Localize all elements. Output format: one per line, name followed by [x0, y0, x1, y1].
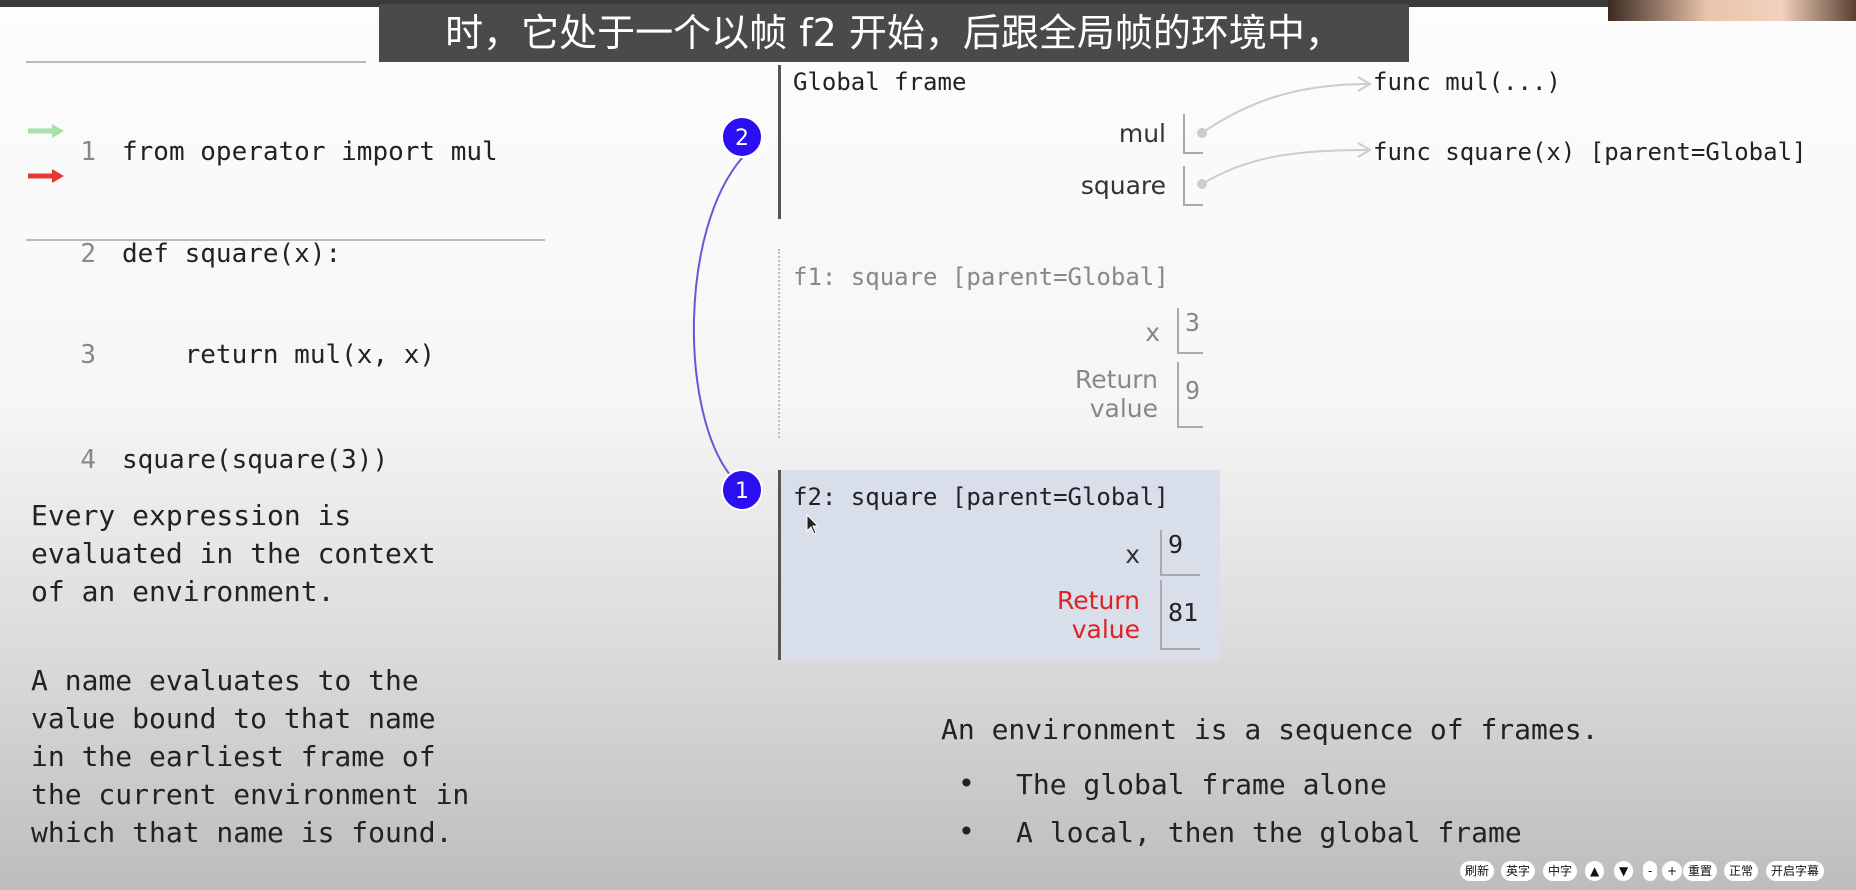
- code-line: return mul(x, x): [122, 340, 436, 370]
- step-marker-1: 1: [721, 469, 763, 511]
- bullet-item: A local, then the global frame: [1016, 816, 1522, 849]
- bullet-icon: •: [958, 767, 975, 800]
- f2-frame: [778, 470, 1220, 660]
- code-bottom-divider: [26, 239, 545, 241]
- mouse-cursor-icon: [806, 513, 820, 540]
- f1-return-label: Return value: [1075, 365, 1158, 423]
- font-smaller-button[interactable]: -: [1643, 861, 1658, 881]
- code-top-divider: [26, 61, 366, 63]
- environment-link-line: [692, 157, 743, 476]
- var-square: square: [1080, 171, 1166, 200]
- f1-return-value: 9: [1177, 362, 1203, 428]
- f1-var-x: x: [1145, 318, 1160, 347]
- square-value-box: [1183, 166, 1203, 206]
- func-square-object: func square(x) [parent=Global]: [1373, 138, 1807, 166]
- code-line: square(square(3)): [122, 445, 389, 475]
- explanation-paragraph-1: Every expression is evaluated in the con…: [31, 499, 436, 608]
- chinese-subtitle-button[interactable]: 中字: [1543, 861, 1578, 881]
- explanation-paragraph-2: A name evaluates to the value bound to t…: [31, 664, 470, 849]
- f2-x-value: 9: [1160, 530, 1200, 576]
- code-line: def square(x):: [122, 239, 342, 269]
- webcam-thumbnail: [1608, 0, 1856, 21]
- move-up-button[interactable]: ▲: [1585, 861, 1605, 881]
- environment-heading: An environment is a sequence of frames.: [941, 713, 1599, 746]
- f1-x-value: 3: [1177, 308, 1203, 354]
- f1-frame-border: [778, 249, 780, 438]
- bullet-icon: •: [958, 815, 975, 848]
- refresh-button[interactable]: 刷新: [1460, 861, 1495, 881]
- line-number: 2: [80, 239, 96, 269]
- line-number: 1: [80, 137, 96, 167]
- enable-subtitles-button[interactable]: 开启字幕: [1766, 861, 1825, 881]
- line-number: 4: [80, 445, 96, 475]
- code-line: from operator import mul: [122, 137, 498, 167]
- normal-button[interactable]: 正常: [1724, 861, 1759, 881]
- mul-pointer-arrow: [1201, 83, 1369, 134]
- square-pointer-arrow: [1201, 149, 1369, 185]
- line-number: 3: [80, 340, 96, 370]
- prev-line-arrow-icon: [28, 123, 64, 138]
- f2-return-label: Return value: [1057, 586, 1140, 644]
- reset-button[interactable]: 重置: [1683, 861, 1718, 881]
- f2-return-value: 81: [1160, 580, 1200, 650]
- f2-frame-title: f2: square [parent=Global]: [793, 483, 1169, 511]
- var-mul: mul: [1118, 119, 1166, 148]
- f2-var-x: x: [1125, 540, 1140, 569]
- bullet-item: The global frame alone: [1016, 768, 1387, 801]
- move-down-button[interactable]: ▼: [1614, 861, 1634, 881]
- video-top-bar: [0, 0, 1805, 7]
- next-line-arrow-icon: [28, 168, 64, 183]
- code-listing: 1 from operator import mul 2 def square(x)…: [56, 77, 498, 517]
- english-subtitle-button[interactable]: 英字: [1501, 861, 1536, 881]
- global-frame-border: [778, 65, 781, 219]
- func-mul-object: func mul(...): [1373, 68, 1561, 96]
- f1-frame-title: f1: square [parent=Global]: [793, 263, 1169, 291]
- subtitle-caption: 时，它处于一个以帧 f2 开始，后跟全局帧的环境中，: [379, 4, 1409, 62]
- global-frame-title: Global frame: [793, 68, 967, 96]
- font-larger-button[interactable]: +: [1662, 861, 1683, 881]
- mul-value-box: [1183, 114, 1203, 154]
- step-marker-2: 2: [721, 116, 763, 158]
